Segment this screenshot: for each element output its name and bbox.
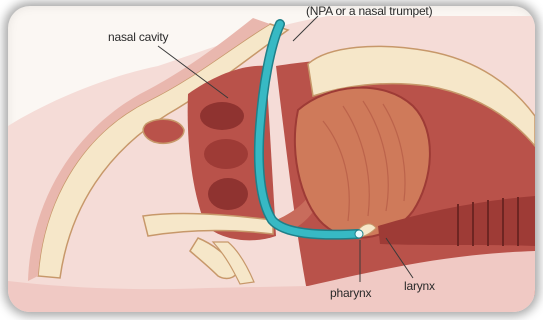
label-nasal-cavity: nasal cavity bbox=[108, 30, 168, 44]
sinus bbox=[143, 119, 184, 143]
turbinate-2 bbox=[204, 139, 248, 169]
label-larynx: larynx bbox=[404, 279, 435, 293]
diagram-frame: (NPA or a nasal trumpet) nasal cavity ph… bbox=[8, 6, 535, 312]
airway-illustration bbox=[8, 6, 535, 312]
tongue bbox=[295, 88, 430, 238]
label-pharynx: pharynx bbox=[330, 286, 371, 300]
turbinate-3 bbox=[208, 178, 248, 210]
label-npa: (NPA or a nasal trumpet) bbox=[306, 6, 432, 18]
turbinate-1 bbox=[200, 102, 244, 130]
tube-tip bbox=[355, 230, 363, 238]
